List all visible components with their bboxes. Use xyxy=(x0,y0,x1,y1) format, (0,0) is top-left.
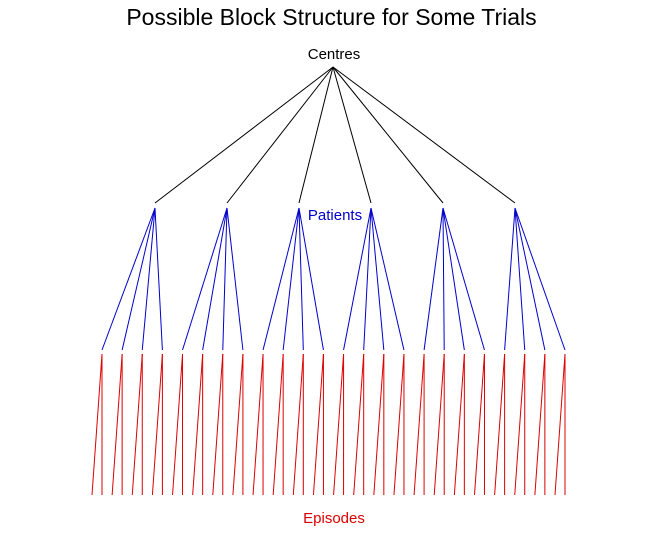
episode-edge xyxy=(111,353,123,496)
patient-subunit-edge xyxy=(370,207,405,351)
patient-subunit-edge xyxy=(343,207,372,351)
centre-patient-edge xyxy=(332,66,372,204)
patient-subunit-edge xyxy=(514,207,546,351)
episode-edge xyxy=(91,353,103,496)
episodes-label: Episodes xyxy=(303,510,365,527)
episode-edge xyxy=(232,353,244,496)
episode-edge xyxy=(151,353,163,496)
diagram-title: Possible Block Structure for Some Trials xyxy=(126,4,537,30)
centre-patient-edge xyxy=(332,66,516,204)
centre-patient-edge xyxy=(226,66,334,204)
patient-subunit-edge xyxy=(141,207,156,351)
patient-subunit-edge xyxy=(370,207,385,351)
patient-subunit-edge xyxy=(222,207,228,351)
patient-subunit-edge xyxy=(101,207,156,351)
patient-subunit-edge xyxy=(363,207,372,351)
centre-patient-edge xyxy=(298,66,334,204)
episode-edge xyxy=(292,353,304,496)
patient-subunit-edge xyxy=(514,207,566,351)
patient-subunit-edge xyxy=(226,207,244,351)
patient-subunit-edge xyxy=(202,207,228,351)
patient-subunit-edge xyxy=(442,207,465,351)
centre-patient-edge xyxy=(332,66,444,204)
episode-edge xyxy=(172,353,184,496)
patient-subunit-edge xyxy=(514,207,526,351)
patients-label: Patients xyxy=(307,207,363,224)
episode-edge xyxy=(272,353,284,496)
episode-edge xyxy=(333,353,345,496)
episode-edge xyxy=(473,353,485,496)
centres-label: Centres xyxy=(307,46,361,63)
episode-edge xyxy=(373,353,385,496)
patient-subunit-edge xyxy=(282,207,300,351)
episode-edge xyxy=(131,353,143,496)
episode-edge xyxy=(312,353,324,496)
patient-subunit-edge xyxy=(182,207,228,351)
patient-subunit-edge xyxy=(121,207,156,351)
episode-edge xyxy=(413,353,425,496)
episode-edge xyxy=(534,353,546,496)
episode-edge xyxy=(393,353,405,496)
episode-edge xyxy=(192,353,204,496)
episode-edge xyxy=(514,353,526,496)
patient-subunit-edge xyxy=(262,207,300,351)
episode-edge xyxy=(433,353,445,496)
episode-edge xyxy=(212,353,224,496)
episode-edge xyxy=(252,353,264,496)
episode-edge xyxy=(353,353,365,496)
patient-subunit-edge xyxy=(442,207,485,351)
patient-subunit-edge xyxy=(154,207,163,351)
centre-patient-edge xyxy=(154,66,334,204)
patient-subunit-edge xyxy=(298,207,324,351)
patient-subunit-edge xyxy=(423,207,444,351)
episode-edge xyxy=(453,353,465,496)
episode-edge xyxy=(494,353,506,496)
patient-subunit-edge xyxy=(442,207,445,351)
patient-subunit-edge xyxy=(504,207,516,351)
patient-subunit-edge xyxy=(298,207,304,351)
episode-edge xyxy=(554,353,566,496)
